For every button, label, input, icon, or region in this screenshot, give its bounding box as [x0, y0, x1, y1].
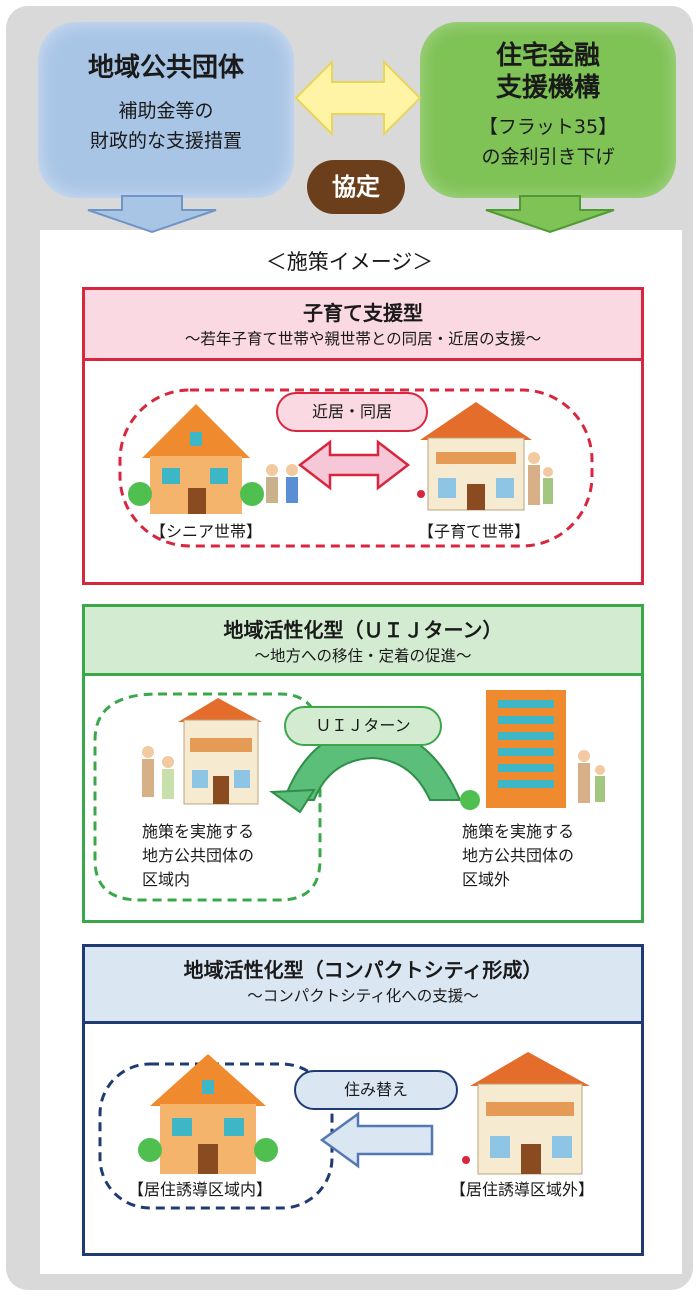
section-compact-city-header: 地域活性化型（コンパクトシティ形成） ～コンパクトシティ化への支援～: [85, 947, 641, 1024]
green-down-arrow: [485, 195, 615, 234]
section-child-rearing-title: 子育て支援型: [303, 301, 423, 325]
section-child-rearing-header: 子育て支援型 ～若年子育て世帯や親世帯との同居・近居の支援～: [85, 290, 641, 361]
inside-area-label-1: 施策を実施する: [142, 822, 255, 841]
outside-area-label-3: 区域外: [462, 870, 511, 889]
housing-finance-box: 住宅金融 支援機構 【フラット35】 の金利引き下げ: [420, 22, 676, 198]
blue-down-arrow: [87, 195, 217, 234]
inner-house-icon: [138, 1054, 278, 1174]
senior-household-label: 【シニア世帯】: [150, 522, 263, 541]
housing-finance-title-2: 支援機構: [495, 73, 600, 103]
relocation-arrow: [319, 1111, 434, 1169]
uij-turn-pill: ＵＩＪターン: [284, 706, 442, 746]
city-family-icon: [578, 750, 605, 803]
outside-residential-area-label: 【居住誘導区域外】: [450, 1180, 595, 1199]
agreement-double-arrow: [294, 59, 422, 137]
apartment-building-icon: [460, 690, 566, 810]
kinkyo-double-arrow: [297, 439, 411, 491]
section-child-rearing-subtitle: ～若年子育て世帯や親世帯との同居・近居の支援～: [184, 330, 542, 348]
child-rearing-household-label: 【子育て世帯】: [418, 522, 531, 541]
outside-area-label-2: 地方公共団体の: [462, 846, 575, 865]
senior-house-icon: [128, 404, 264, 514]
housing-finance-sub-2: の金利引き下げ: [481, 146, 615, 168]
housing-finance-title-1: 住宅金融: [495, 41, 600, 71]
section-compact-city-title: 地域活性化型（コンパクトシティ形成）: [183, 958, 543, 982]
housing-finance-sub-1: 【フラット35】: [478, 116, 618, 138]
agreement-badge: 協定: [307, 160, 405, 214]
local-government-sub-2: 財政的な支援措置: [89, 130, 242, 152]
neighborhood-dashed-area: [118, 388, 594, 548]
senior-couple-icon: [266, 464, 298, 503]
section-uij-turn-title: 地域活性化型（ＵＩＪターン）: [223, 618, 503, 642]
local-house-icon: [178, 698, 262, 805]
outside-area-label-1: 施策を実施する: [462, 822, 575, 841]
section-uij-turn-subtitle: ～地方への移住・定着の促進～: [254, 647, 472, 665]
local-government-title: 地域公共団体: [87, 53, 244, 83]
inside-residential-area-label: 【居住誘導区域内】: [128, 1180, 273, 1199]
family-house-icon: [420, 402, 532, 511]
local-government-sub-1: 補助金等の: [118, 100, 214, 122]
local-government-box: 地域公共団体 補助金等の 財政的な支援措置: [38, 22, 294, 198]
relocation-pill: 住み替え: [294, 1070, 458, 1110]
outer-house-icon: [462, 1052, 590, 1175]
local-family-icon: [142, 746, 174, 799]
young-family-icon: [528, 452, 553, 505]
inside-area-label-3: 区域内: [142, 870, 191, 889]
kinkyo-pill: 近居・同居: [276, 392, 428, 432]
policy-image-caption: ＜施策イメージ＞: [265, 250, 434, 274]
inside-area-label-2: 地方公共団体の: [142, 846, 255, 865]
section-child-rearing: 子育て支援型 ～若年子育て世帯や親世帯との同居・近居の支援～: [82, 287, 644, 585]
section-uij-turn-header: 地域活性化型（ＵＩＪターン） ～地方への移住・定着の促進～: [85, 607, 641, 676]
section-compact-city-subtitle: ～コンパクトシティ化への支援～: [247, 987, 479, 1005]
